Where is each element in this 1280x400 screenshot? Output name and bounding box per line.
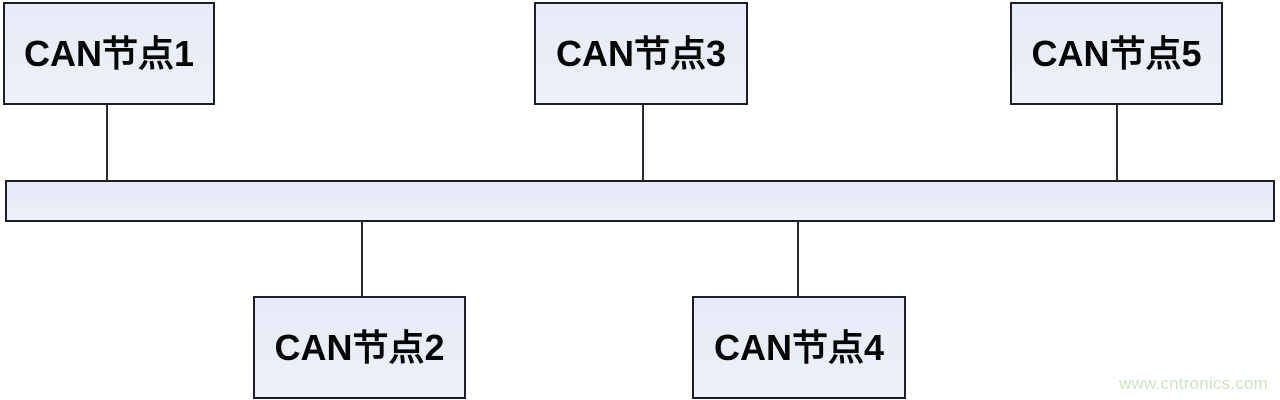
connector-node-can-3-to-bus	[642, 105, 644, 182]
node-can-1[interactable]: CAN节点1	[3, 2, 215, 105]
watermark-text: www.cntronics.com	[1119, 374, 1268, 393]
connector-bus-to-node-can-4	[797, 221, 799, 297]
node-can-3[interactable]: CAN节点3	[534, 2, 748, 105]
node-can-2[interactable]: CAN节点2	[253, 296, 466, 399]
can-bus-line[interactable]	[5, 180, 1275, 222]
node-can-4-label: CAN节点4	[713, 326, 885, 368]
node-can-4[interactable]: CAN节点4	[692, 296, 906, 399]
connector-bus-to-node-can-2	[361, 221, 363, 297]
node-can-5[interactable]: CAN节点5	[1010, 2, 1223, 105]
node-can-3-label: CAN节点3	[555, 32, 727, 74]
node-can-5-label: CAN节点5	[1031, 32, 1202, 74]
node-can-2-label: CAN节点2	[274, 326, 445, 368]
connector-node-can-5-to-bus	[1116, 105, 1118, 182]
connector-node-can-1-to-bus	[106, 105, 108, 182]
node-can-1-label: CAN节点1	[23, 32, 195, 74]
